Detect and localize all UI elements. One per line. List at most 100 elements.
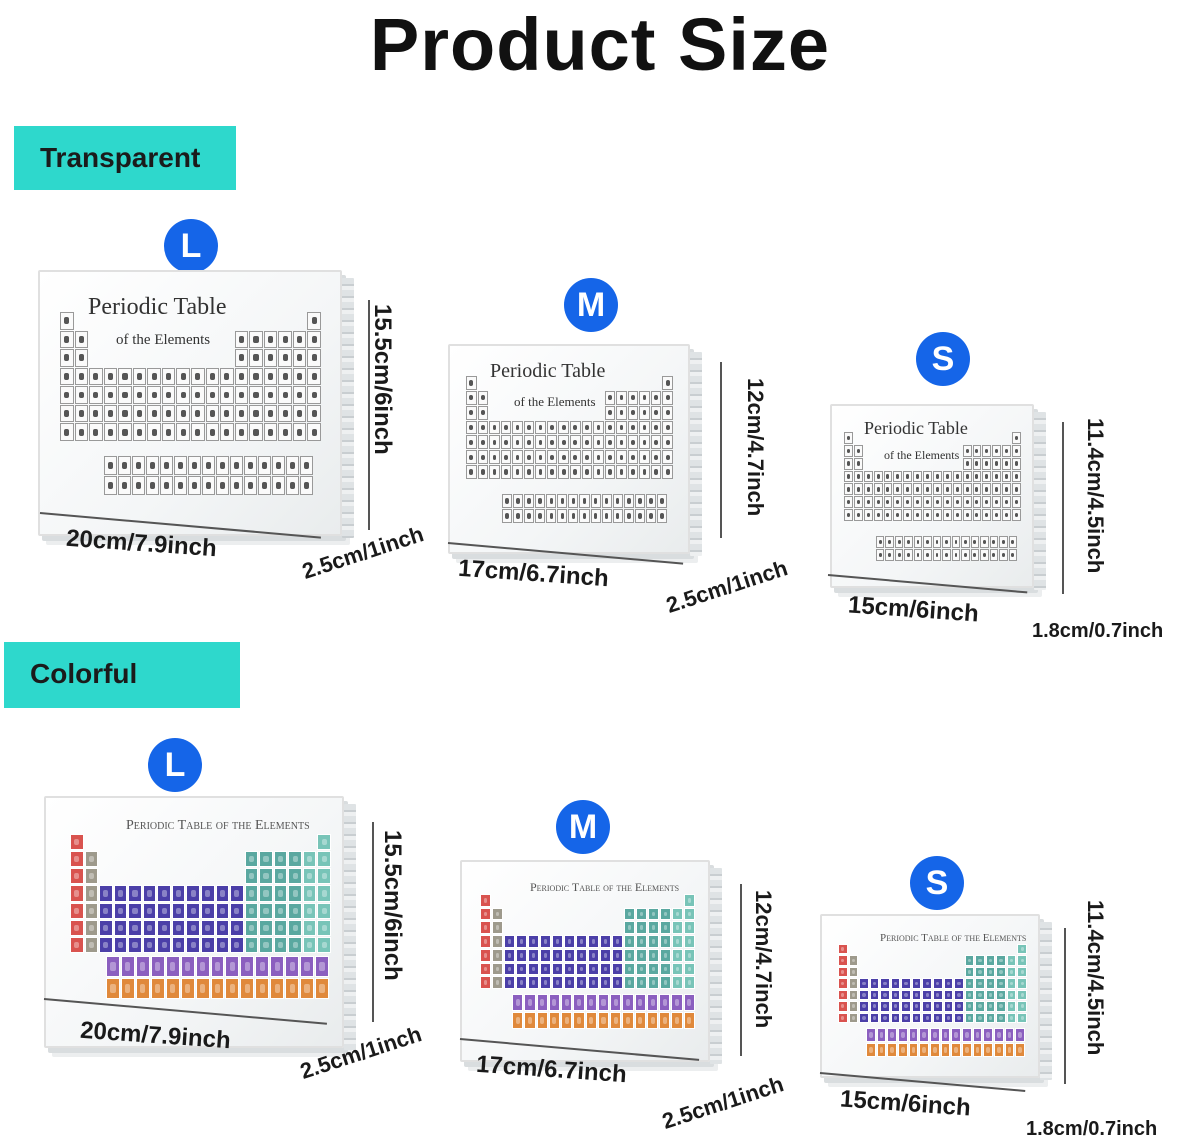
element-cell xyxy=(996,989,1006,1001)
element-cell xyxy=(933,509,942,521)
print-title: Periodic Table xyxy=(490,360,606,382)
element-cell xyxy=(176,386,190,404)
element-cell xyxy=(972,509,982,521)
rare-earth-cell xyxy=(623,509,634,523)
element-cell xyxy=(593,435,604,450)
element-cell xyxy=(558,450,569,465)
element-cell xyxy=(99,885,113,902)
element-cell xyxy=(317,834,331,851)
rare-earth-cell xyxy=(972,1043,983,1057)
element-cell xyxy=(263,349,278,367)
element-cell xyxy=(627,465,639,479)
element-cell xyxy=(660,907,671,921)
rare-earth-cell xyxy=(210,978,225,999)
element-cell xyxy=(552,935,563,948)
element-cell xyxy=(292,367,307,386)
element-cell xyxy=(161,423,176,441)
rare-earth-cell xyxy=(258,476,271,495)
rare-earth-cell xyxy=(894,549,904,561)
element-cell xyxy=(480,935,491,948)
element-cell xyxy=(263,330,278,349)
element-cell xyxy=(962,457,972,470)
rare-earth-cell xyxy=(876,1028,887,1042)
rare-earth-cell xyxy=(106,956,120,977)
element-cell xyxy=(74,349,89,367)
rare-earth-cell xyxy=(188,476,201,495)
element-grid xyxy=(844,432,1022,522)
element-cell xyxy=(230,936,244,953)
rare-earth-cell xyxy=(885,536,894,548)
element-cell xyxy=(535,450,546,465)
element-cell xyxy=(853,496,863,509)
rare-earth-cell xyxy=(315,956,329,977)
element-cell xyxy=(307,423,321,441)
rare-earth-cell xyxy=(646,1012,659,1029)
element-cell xyxy=(84,919,99,936)
element-cell xyxy=(249,330,263,349)
element-cell xyxy=(933,496,942,509)
element-cell xyxy=(288,902,302,919)
element-cell xyxy=(612,935,623,948)
element-cell xyxy=(604,465,616,479)
rare-earth-cell xyxy=(585,994,597,1011)
element-cell xyxy=(992,509,1002,521)
element-cell xyxy=(873,496,883,509)
rare-earth-cell xyxy=(622,1012,634,1029)
element-cell xyxy=(477,450,489,465)
element-cell xyxy=(317,936,331,953)
rare-earth-cell xyxy=(546,509,557,523)
element-cell xyxy=(60,367,74,386)
rare-earth-cell xyxy=(195,978,210,999)
rare-earth-cell xyxy=(972,1028,983,1042)
element-cell xyxy=(142,885,157,902)
print-subtitle: of the Elements xyxy=(116,332,211,348)
element-cell xyxy=(893,509,903,521)
element-cell xyxy=(466,390,477,405)
element-cell xyxy=(848,989,859,1001)
element-cell xyxy=(176,404,190,423)
element-cell xyxy=(624,907,635,921)
element-cell xyxy=(564,976,575,989)
element-cell xyxy=(535,435,546,450)
element-cell xyxy=(650,465,662,479)
rare-earth-cell xyxy=(573,994,585,1011)
element-cell xyxy=(186,885,200,902)
element-cell xyxy=(512,435,523,450)
element-cell xyxy=(157,936,171,953)
element-cell xyxy=(288,919,302,936)
element-cell xyxy=(600,962,611,976)
element-cell xyxy=(259,885,273,902)
product-block-colorful-l: Periodic Table of the Elements xyxy=(44,796,356,1050)
dimension-depth: 1.8cm/0.7inch xyxy=(1026,1118,1158,1140)
element-cell xyxy=(528,935,539,948)
element-cell xyxy=(869,978,880,989)
element-cell xyxy=(883,509,893,521)
element-cell xyxy=(528,948,539,962)
rare-earth-cell xyxy=(202,476,215,495)
element-cell xyxy=(616,450,627,465)
element-cell xyxy=(942,470,952,483)
rare-earth-cell xyxy=(300,978,315,999)
element-cell xyxy=(943,1012,954,1023)
element-cell xyxy=(249,423,263,441)
element-cell xyxy=(74,367,89,386)
dimension-width: 15cm/6inch xyxy=(847,591,980,628)
element-cell xyxy=(660,935,671,948)
element-cell xyxy=(480,894,491,907)
rare-earth-cell xyxy=(898,1043,908,1057)
rare-earth-cell xyxy=(961,536,970,548)
element-cell xyxy=(952,483,962,496)
element-cell xyxy=(1002,496,1012,509)
element-cell xyxy=(650,390,662,405)
element-cell xyxy=(604,435,616,450)
rare-earth-cell xyxy=(258,456,271,475)
element-cell xyxy=(504,935,515,948)
rare-earth-cell xyxy=(135,978,150,999)
element-cell xyxy=(201,885,215,902)
element-cell xyxy=(201,919,215,936)
element-cell xyxy=(913,509,923,521)
element-cell xyxy=(660,948,671,962)
rare-earth-cell xyxy=(513,509,524,523)
element-cell xyxy=(992,483,1002,496)
element-cell xyxy=(913,496,923,509)
